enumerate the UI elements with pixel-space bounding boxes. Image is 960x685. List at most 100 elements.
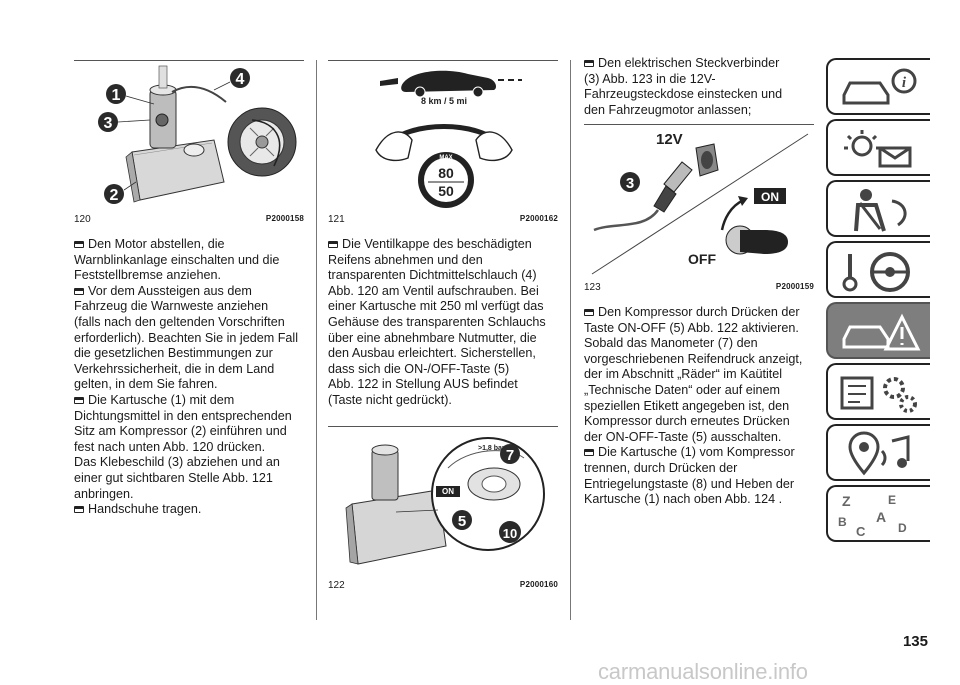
- bullet-icon: [584, 309, 594, 316]
- col2-top-rule: [328, 60, 558, 61]
- paragraph-line: Gehäuse des transparenten Schlauchs: [328, 314, 546, 329]
- figure-121-speed-label: 8 km / 5 mi MAX 80 50: [328, 62, 558, 212]
- col3-body: Den Kompressor durch Drücken der Taste O…: [584, 305, 802, 508]
- figure-121-caption: 121 P2000162: [328, 214, 558, 225]
- paragraph-line: Verkehrssicherheit, die in dem Land: [74, 361, 275, 376]
- steering-wheel-key-icon: [842, 252, 910, 292]
- figure-code: P2000158: [265, 214, 304, 223]
- bullet-icon: [584, 449, 594, 457]
- paragraph-line: Feststellbremse anziehen.: [74, 268, 221, 283]
- paragraph-line: Taste ON-OFF (5) Abb. 122 aktivieren.: [584, 320, 799, 335]
- paragraph-line: Kompressor durch erneutes Drücken: [584, 414, 790, 429]
- col2-mid-rule: [328, 426, 558, 427]
- gauge-max: MAX: [439, 155, 452, 161]
- figure-number: 122: [328, 580, 345, 591]
- index-letters-icon: Z E A B C D: [838, 493, 907, 538]
- callout-2: 2: [110, 187, 119, 204]
- paragraph-line: den Ausbau erleichtert. Sicherstellen,: [328, 346, 536, 361]
- svg-text:B: B: [838, 515, 847, 529]
- paragraph-line: trennen, durch Drücken der: [584, 460, 738, 475]
- paragraph-line: einer Kartusche mit 250 ml verfügt das: [328, 299, 544, 314]
- callout-5: 5: [458, 513, 466, 530]
- paragraph-line: Sobald das Manometer (7) den: [584, 336, 758, 351]
- paragraph-line: Dichtungsmittel in den entsprechenden: [74, 408, 292, 423]
- svg-text:Z: Z: [842, 493, 851, 509]
- figure-120-caption: 120 P2000158: [74, 214, 304, 225]
- on-label: ON: [442, 487, 454, 496]
- paragraph-line: Abb. 122 in Stellung AUS befindet: [328, 377, 518, 392]
- paragraph: Handschuhe tragen.: [74, 502, 298, 518]
- paragraph-line: dass sich die ON-/OFF-Taste (5): [328, 361, 510, 376]
- paragraph-line: die gesetzlichen Bestimmungen zur: [74, 346, 273, 361]
- figure-code: P2000159: [775, 282, 814, 291]
- off-label: OFF: [688, 251, 716, 267]
- tab-starting-driving[interactable]: [826, 241, 930, 298]
- page-number: 135: [902, 633, 928, 650]
- 12v-label: 12V: [656, 131, 683, 148]
- figure-number: 123: [584, 282, 601, 293]
- figure-code: P2000162: [519, 214, 558, 223]
- paragraph-line: speziellen Etikett angegeben ist, den: [584, 398, 790, 413]
- col1-body: Den Motor abstellen, die Warnblinkanlage…: [74, 237, 298, 518]
- gauge-kmh-value: 80: [438, 165, 454, 181]
- bullet-icon: [74, 396, 84, 404]
- paragraph: Die Ventilkappe des beschädigten: [328, 237, 546, 253]
- svg-text:E: E: [888, 493, 896, 507]
- tab-warning-lights[interactable]: [826, 119, 930, 176]
- bullet-icon: [584, 60, 594, 67]
- tab-multimedia[interactable]: [826, 424, 930, 481]
- multimedia-icon: [848, 431, 910, 476]
- tab-emergency[interactable]: [826, 302, 930, 359]
- paragraph-line: fest nach unten Abb. 120 drücken.: [74, 439, 266, 454]
- col3-top-body: Den elektrischen Steckverbinder (3) Abb.…: [584, 56, 782, 118]
- paragraph: Den elektrischen Steckverbinder: [584, 56, 782, 72]
- paragraph-line: Sitz am Kompressor (2) einführen und: [74, 424, 287, 439]
- speed-limit-label-illustration: 8 km / 5 mi MAX 80 50: [375, 70, 522, 208]
- svg-text:D: D: [898, 521, 907, 535]
- callout-1: 1: [112, 87, 121, 104]
- svg-text:i: i: [902, 75, 907, 91]
- paragraph-line: der ON-OFF-Taste (5) ausschalten.: [584, 429, 782, 444]
- figure-122-compressor-gauge: >1,8 bar ON 7 5 10: [328, 428, 558, 578]
- paragraph-line: (3) Abb. 123 in die 12V-: [584, 71, 716, 86]
- column-separator: [570, 60, 571, 620]
- paragraph-line: erforderlich). Beachten Sie in jedem Fal…: [74, 330, 298, 345]
- warning-lights-message-icon: [844, 130, 912, 168]
- paragraph-line: anbringen.: [74, 486, 134, 501]
- figure-number: 121: [328, 214, 345, 225]
- figure-123-caption: 123 P2000159: [584, 282, 814, 293]
- pressure-label: >1,8 bar: [478, 445, 505, 452]
- svg-text:C: C: [856, 524, 866, 538]
- car-info-icon: i: [842, 68, 917, 105]
- callout-3: 3: [104, 115, 113, 132]
- compressor-gauge-illustration: >1,8 bar ON 7 5 10: [345, 437, 545, 565]
- figure-120-compressor: 1 2 3 4: [74, 62, 304, 212]
- paragraph-line: Fahrzeugsteckdose einstecken und: [584, 87, 783, 102]
- figure-122-caption: 122 P2000160: [328, 580, 558, 591]
- figure-number: 120: [74, 214, 91, 225]
- maintenance-gears-icon: [840, 376, 917, 413]
- tab-index[interactable]: Z E A B C D: [826, 485, 930, 542]
- column-separator: [316, 60, 317, 620]
- tab-safety[interactable]: [826, 180, 930, 237]
- paragraph-line: Entriegelungstaste (8) und Heben der: [584, 476, 795, 491]
- distance-label: 8 km / 5 mi: [421, 96, 467, 106]
- paragraph: Die Kartusche (1) mit dem: [74, 393, 298, 409]
- seatbelt-airbag-icon: [854, 189, 907, 232]
- paragraph-line: (Taste nicht gedrückt).: [328, 392, 452, 407]
- callout-7: 7: [506, 447, 514, 464]
- power-socket-illustration: 12V 3 ON OFF: [591, 131, 809, 275]
- compressor-cartridge-illustration: 1 2 3 4: [98, 65, 297, 204]
- paragraph: Den Motor abstellen, die: [74, 237, 298, 253]
- paragraph: Den Kompressor durch Drücken der: [584, 305, 802, 321]
- on-label: ON: [761, 190, 779, 204]
- gauge-mph-value: 50: [438, 183, 454, 199]
- col1-top-rule: [74, 60, 304, 61]
- watermark: carmanualsonline.info: [598, 659, 808, 684]
- tab-maintenance[interactable]: [826, 363, 930, 420]
- paragraph-line: Warnblinkanlage einschalten und die: [74, 252, 280, 267]
- paragraph-line: Reifens abnehmen und den: [328, 252, 483, 267]
- tab-car-info[interactable]: i: [826, 58, 930, 115]
- paragraph-line: gelten, in dem Sie fahren.: [74, 377, 218, 392]
- paragraph-line: Abb. 120 am Ventil aufschrauben. Bei: [328, 283, 539, 298]
